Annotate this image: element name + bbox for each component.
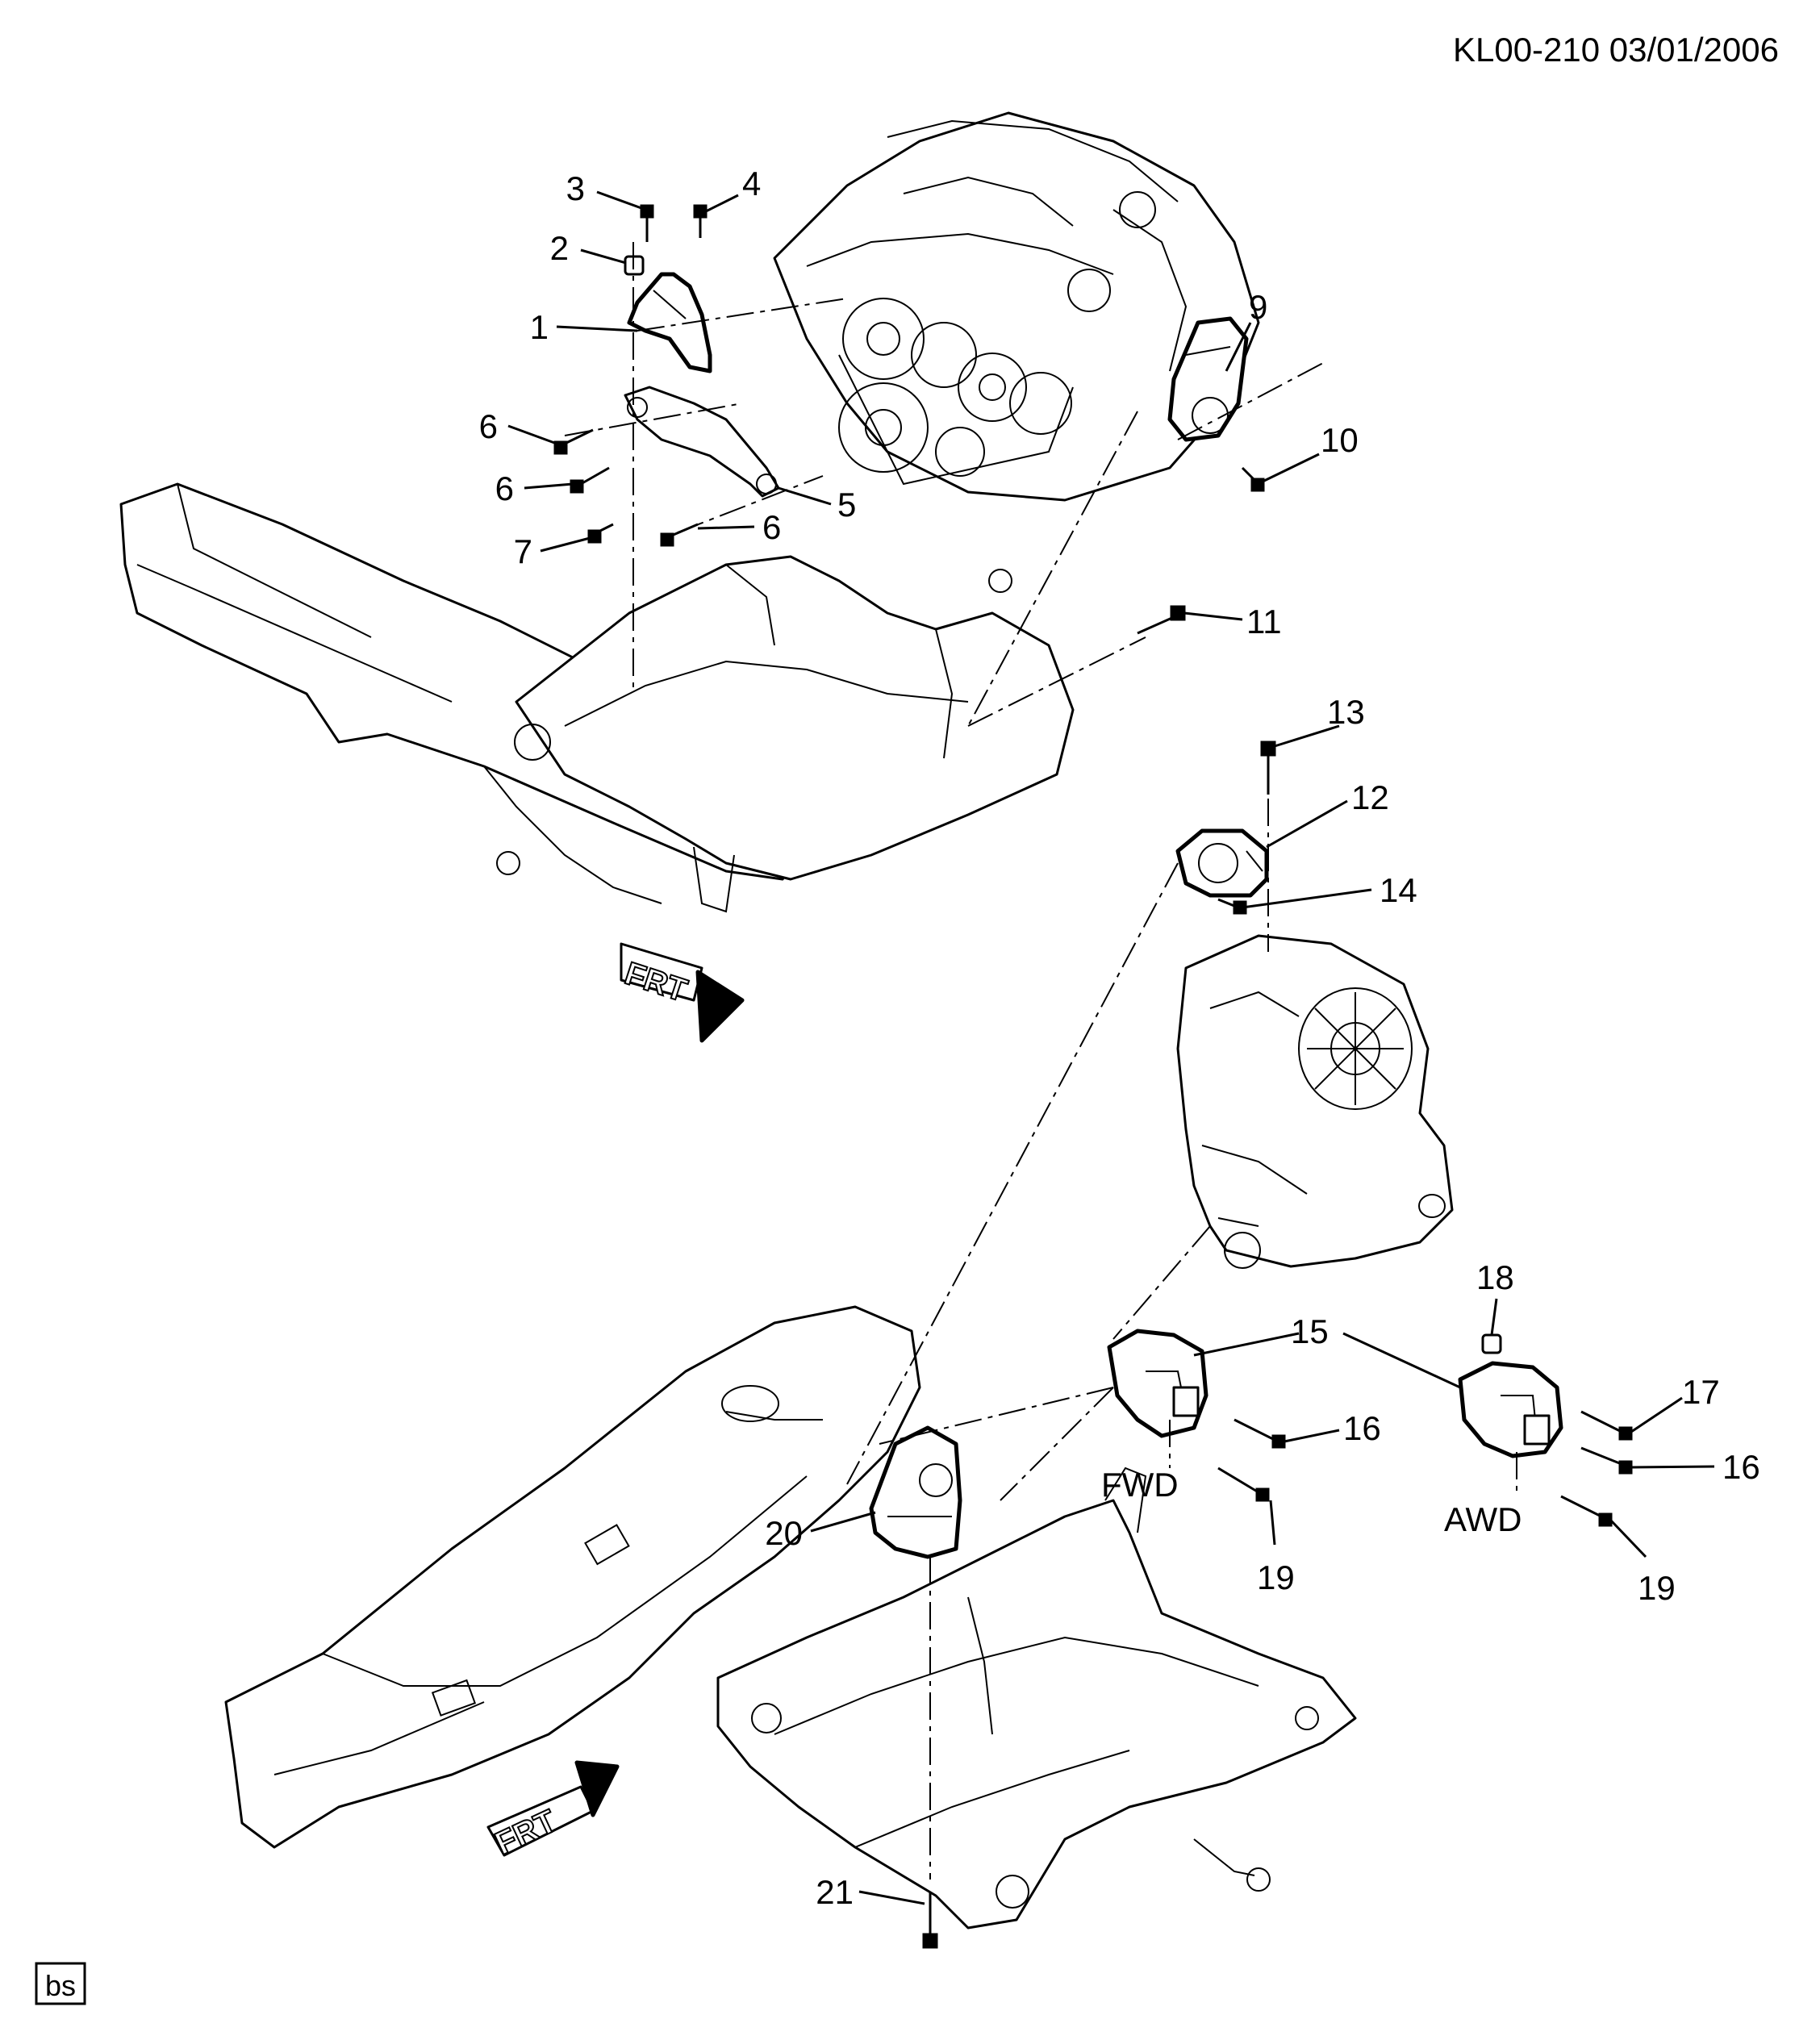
callout-10: 10 (1321, 421, 1359, 459)
callout-7: 7 (514, 532, 532, 570)
bolt-6a (553, 428, 594, 455)
frame-rail-bottom (224, 1305, 921, 1849)
engine-assembly (773, 111, 1260, 502)
callout-14: 14 (1380, 871, 1417, 909)
callout-numbers: 3 4 2 1 6 6 5 7 6 9 10 11 13 12 14 15 18… (479, 165, 1760, 1911)
mount-fwd (1107, 1329, 1208, 1438)
callout-1: 1 (530, 308, 549, 346)
callout-9: 9 (1249, 288, 1267, 326)
bolt-4 (693, 204, 708, 238)
front-direction-arrow-bottom: FRT (486, 1760, 620, 1863)
callout-4: 4 (742, 165, 761, 202)
bolt-19-awd (1560, 1495, 1613, 1527)
callout-20: 20 (765, 1514, 803, 1552)
callout-16a: 16 (1343, 1409, 1381, 1447)
alignment-lines (564, 242, 1517, 1880)
bolt-14 (1217, 898, 1247, 915)
bolt-19-fwd (1217, 1467, 1270, 1502)
bolt-7 (587, 523, 614, 544)
callout-19a: 19 (1257, 1558, 1295, 1596)
footer-code: bs (45, 1969, 76, 2002)
nut-18 (1481, 1333, 1502, 1354)
bolt-13 (1260, 741, 1276, 795)
diagram-reference: KL00-210 03/01/2006 (1453, 31, 1779, 69)
mount-awd (1458, 1361, 1563, 1458)
callout-6b: 6 (495, 469, 514, 507)
engine-mount-right (1167, 316, 1249, 442)
callout-3: 3 (566, 169, 585, 207)
transmission-mount (1175, 828, 1269, 898)
callout-17: 17 (1682, 1373, 1720, 1411)
bolt-16-fwd (1234, 1418, 1286, 1449)
callout-11: 11 (1246, 603, 1282, 640)
callout-16b: 16 (1722, 1448, 1760, 1486)
callout-21: 21 (816, 1873, 854, 1911)
footer-code-box: bs (35, 1962, 86, 2005)
callout-12: 12 (1351, 778, 1389, 816)
mount-bracket (627, 272, 712, 373)
label-awd: AWD (1444, 1500, 1522, 1538)
callout-18: 18 (1476, 1258, 1514, 1296)
callout-15: 15 (1291, 1312, 1329, 1350)
bolt-3 (640, 204, 654, 242)
bolt-6b (570, 466, 610, 494)
bolt-16-awd (1580, 1446, 1633, 1475)
engine-cradle-top (496, 555, 1075, 913)
front-direction-arrow-top: FRT (620, 942, 745, 1043)
engine-cradle-bottom (716, 1467, 1357, 1930)
callout-19b: 19 (1638, 1569, 1676, 1607)
transmission-assembly (1176, 934, 1454, 1269)
bolt-10 (1241, 466, 1265, 492)
torque-strut (624, 386, 780, 498)
bolt-11 (1137, 605, 1186, 635)
callout-13: 13 (1327, 693, 1365, 731)
callout-6c: 6 (762, 508, 781, 546)
bolt-17 (1580, 1410, 1633, 1441)
callout-6a: 6 (479, 407, 498, 445)
leader-lines (507, 190, 1715, 1905)
callout-5: 5 (837, 486, 856, 524)
label-fwd: FWD (1101, 1466, 1179, 1504)
callout-2: 2 (550, 229, 569, 267)
